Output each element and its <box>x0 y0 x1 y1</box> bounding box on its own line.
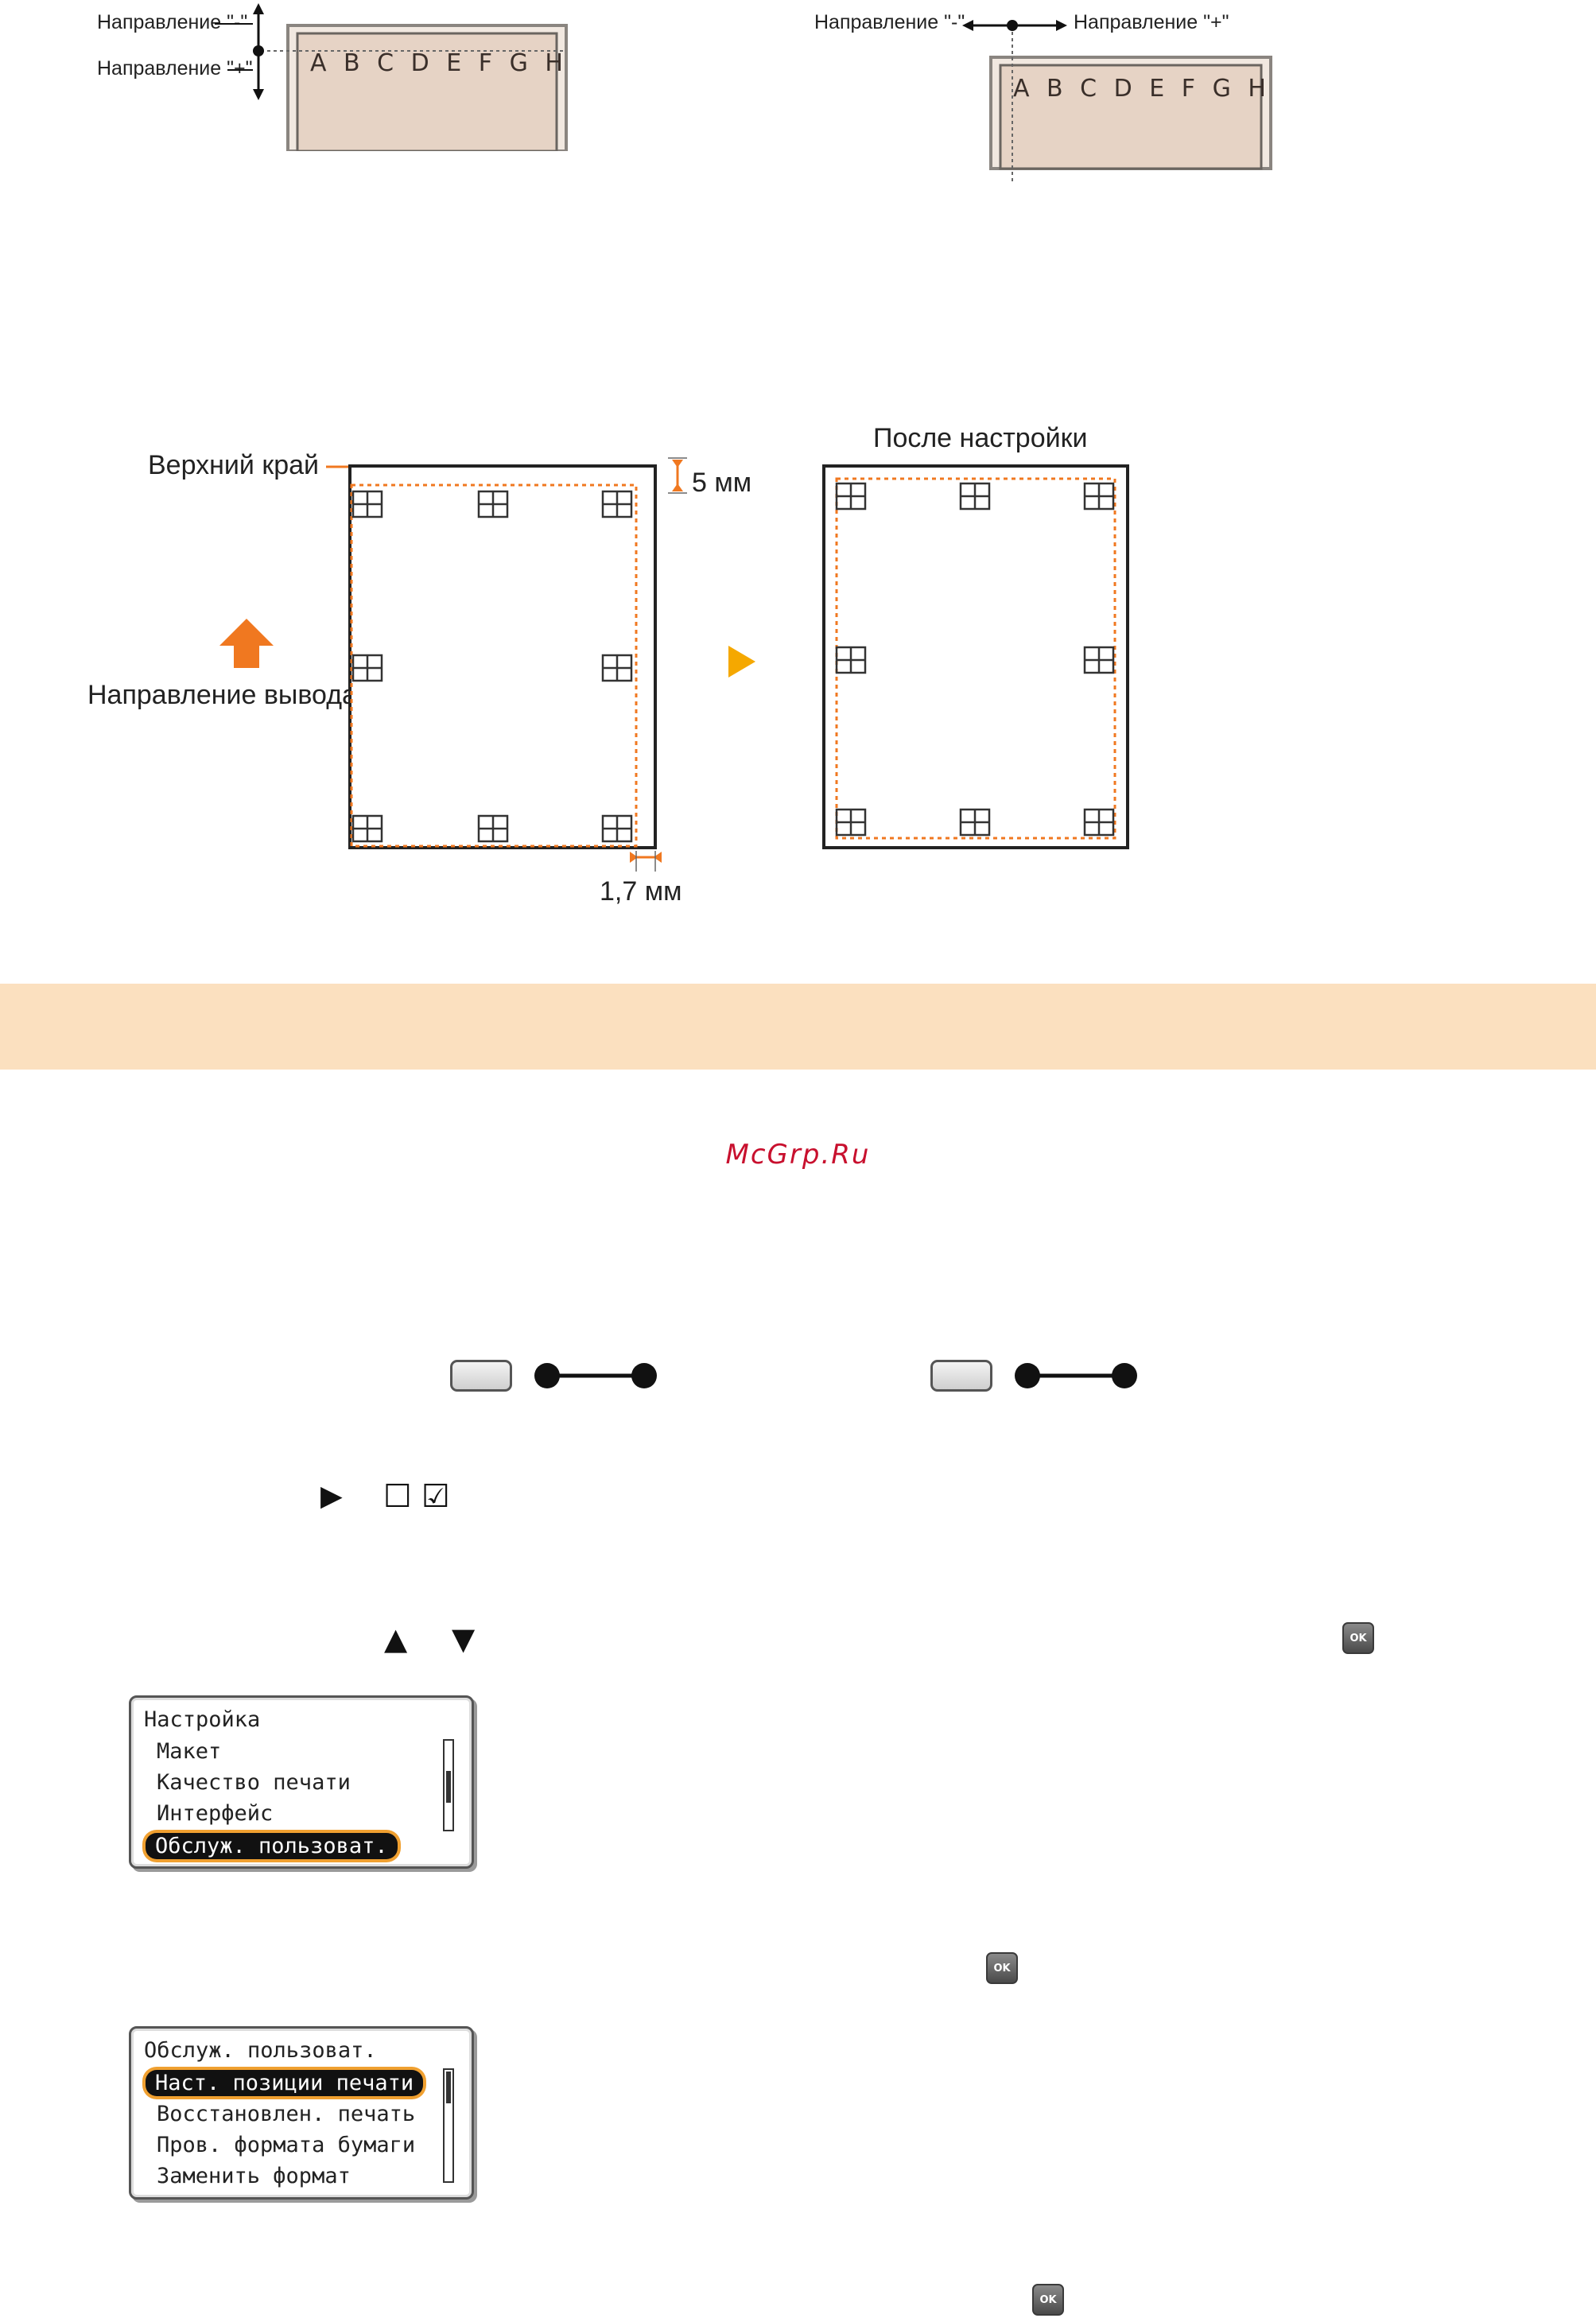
menu-key-2[interactable] <box>930 1360 992 1392</box>
horizontal-paper-letters: A B C D E F G H <box>1013 75 1271 103</box>
section-band <box>0 984 1596 1070</box>
screen1-scrollbar[interactable] <box>443 1739 454 1831</box>
ok-key-icon[interactable]: OK <box>1342 1622 1374 1654</box>
top-edge-label: Верхний край <box>148 450 320 480</box>
top-margin-value: 5 мм <box>692 468 752 498</box>
screen2-scrollbar[interactable] <box>443 2068 454 2183</box>
checkbox-checked-icon: ☑ <box>421 1478 450 1515</box>
ok-key-icon[interactable]: OK <box>986 1952 1018 1984</box>
screen1-item[interactable]: Качество печати <box>157 1770 351 1795</box>
horizontal-plus-label: Направление "+" <box>1074 11 1229 33</box>
vertical-paper-letters: A B C D E F G H <box>310 49 568 77</box>
screen1-item-selected[interactable]: Обслуж. пользоват. <box>146 1833 398 1859</box>
screen2-item-selected[interactable]: Наст. позиции печати <box>146 2070 424 2096</box>
connector-line-2 <box>1015 1363 1137 1388</box>
vertical-plus-label: Направление "+" <box>97 57 253 80</box>
after-adjust-label: После настройки <box>873 423 1088 453</box>
watermark: McGrp.Ru <box>725 1139 871 1171</box>
margin-diagram <box>219 457 1129 872</box>
checkbox-empty-icon: ☐ <box>383 1478 412 1515</box>
screen2-title: Обслуж. пользоват. <box>144 2038 377 2063</box>
screen1-item[interactable]: Макет <box>157 1739 222 1764</box>
connector-line-1 <box>534 1363 657 1388</box>
horizontal-minus-label: Направление "-" <box>814 11 965 33</box>
side-margin-value: 1,7 мм <box>600 876 682 907</box>
screen2-item[interactable]: Заменить формат <box>157 2164 351 2188</box>
screen2-item[interactable]: Пров. формата бумаги <box>157 2133 416 2157</box>
lcd-screen-setup: Настройка Макет Качество печати Интерфей… <box>129 1695 474 1869</box>
arrow-down-icon[interactable]: ▼ <box>452 1621 476 1656</box>
vertical-arrow-diagram <box>215 3 568 151</box>
horizontal-arrow-diagram <box>962 20 1272 183</box>
screen2-item[interactable]: Восстановлен. печать <box>157 2102 416 2126</box>
margin-figure: Верхний край 5 мм Направление вывода 1,7… <box>80 421 1193 930</box>
vertical-minus-label: Направление "-" <box>97 11 248 33</box>
screen1-item[interactable]: Интерфейс <box>157 1801 274 1826</box>
horizontal-direction-figure: Направление "-" Направление "+" A B C D … <box>811 0 1288 183</box>
screen2-scroll-thumb[interactable] <box>446 2072 451 2103</box>
output-direction-label: Направление вывода <box>87 680 357 710</box>
lcd-screen-user-maintenance: Обслуж. пользоват. Наст. позиции печати … <box>129 2026 474 2200</box>
menu-key-1[interactable] <box>450 1360 512 1392</box>
arrow-up-icon[interactable]: ▲ <box>384 1621 408 1656</box>
ok-key-icon[interactable]: OK <box>1032 2284 1064 2316</box>
play-icon: ▶ <box>320 1480 343 1512</box>
screen1-title: Настройка <box>144 1707 261 1732</box>
screen1-scroll-thumb[interactable] <box>446 1771 451 1803</box>
vertical-direction-figure: Направление "-" Направление "+" A B C D … <box>87 0 581 151</box>
